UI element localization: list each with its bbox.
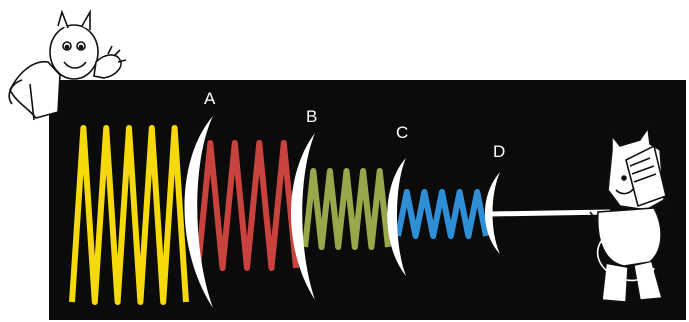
barrier-d bbox=[485, 172, 500, 254]
wave-green bbox=[302, 168, 391, 250]
barrier-label-d: D bbox=[493, 142, 505, 161]
barrier-label-c: C bbox=[396, 123, 408, 142]
wave-yellow bbox=[69, 125, 189, 305]
demon-with-book-icon bbox=[589, 125, 671, 303]
barrier-c bbox=[387, 158, 406, 276]
wave-red bbox=[195, 140, 299, 271]
wave-blue bbox=[395, 189, 489, 239]
barrier-a bbox=[184, 116, 213, 308]
barriers-group bbox=[184, 116, 500, 308]
barrier-label-b: B bbox=[306, 107, 317, 126]
barrier-label-a: A bbox=[204, 89, 216, 108]
barrier-b bbox=[291, 133, 315, 300]
demon-waving-icon bbox=[8, 8, 127, 121]
waves-group bbox=[69, 125, 611, 305]
